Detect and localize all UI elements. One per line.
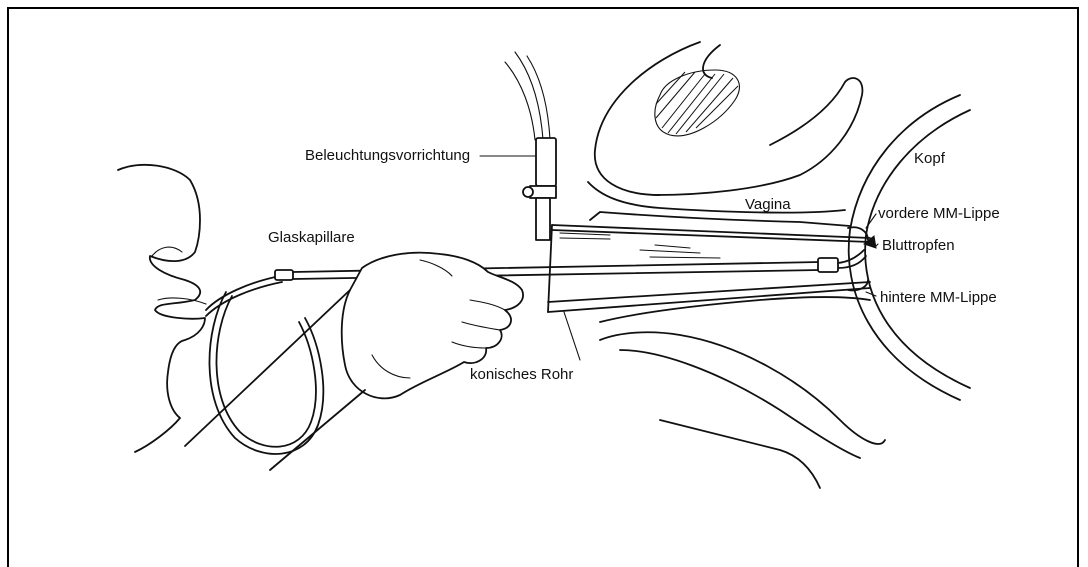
label-conical-tube: konisches Rohr — [470, 366, 573, 383]
face-profile — [118, 165, 206, 452]
label-posterior-lip: hintere MM-Lippe — [880, 289, 997, 306]
label-capillary: Glaskapillare — [268, 229, 355, 246]
capillary-tube-coil — [206, 276, 323, 454]
label-head: Kopf — [914, 150, 946, 167]
label-illumination: Beleuchtungsvorrichtung — [305, 147, 470, 164]
label-anterior-lip: vordere MM-Lippe — [878, 205, 1000, 222]
illumination-device — [505, 52, 556, 240]
hatched-region — [656, 72, 738, 134]
arm — [185, 290, 365, 470]
label-blood-drop: Bluttropfen — [882, 237, 955, 254]
label-vagina: Vagina — [745, 196, 791, 213]
